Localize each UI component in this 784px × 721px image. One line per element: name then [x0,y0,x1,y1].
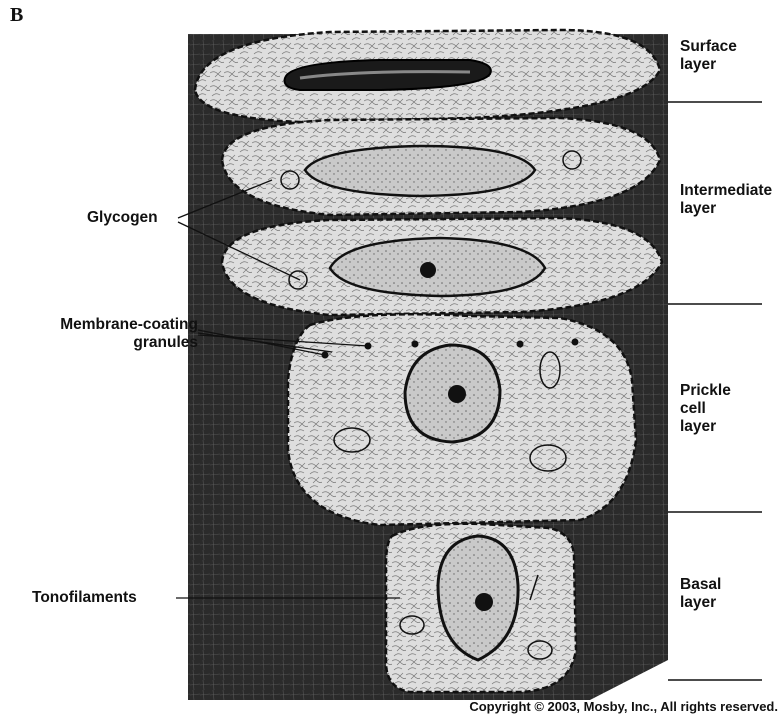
layer-label-prickle: Prickle cell layer [680,382,731,435]
prickle-line3: layer [680,418,731,436]
prickle-line2: cell [680,400,731,418]
basal-cell [386,524,576,692]
prickle-cell [288,314,636,525]
surface-line1: Surface [680,38,737,56]
intermediate-nucleus-lower [330,238,545,296]
prickle-line1: Prickle [680,382,731,400]
intermediate-cell-upper [222,118,660,215]
intermediate-line1: Intermediate [680,182,772,200]
intermediate-line2: layer [680,200,772,218]
basal-line2: layer [680,594,721,612]
panel-label: B [10,4,23,27]
intermediate-nucleus-upper [305,146,535,196]
membrane-line1: Membrane-coating [14,316,198,334]
callout-glycogen: Glycogen [87,209,158,227]
membrane-line2: granules [14,334,198,352]
surface-line2: layer [680,56,737,74]
callout-membrane-coating: Membrane-coating granules [14,316,198,352]
layer-label-basal: Basal layer [680,576,721,612]
copyright-notice: Copyright © 2003, Mosby, Inc., All right… [469,700,778,715]
basal-line1: Basal [680,576,721,594]
callout-tonofilaments: Tonofilaments [32,589,137,607]
layer-label-intermediate: Intermediate layer [680,182,772,218]
intermediate-cell-lower [222,218,662,315]
layer-label-surface: Surface layer [680,38,737,74]
